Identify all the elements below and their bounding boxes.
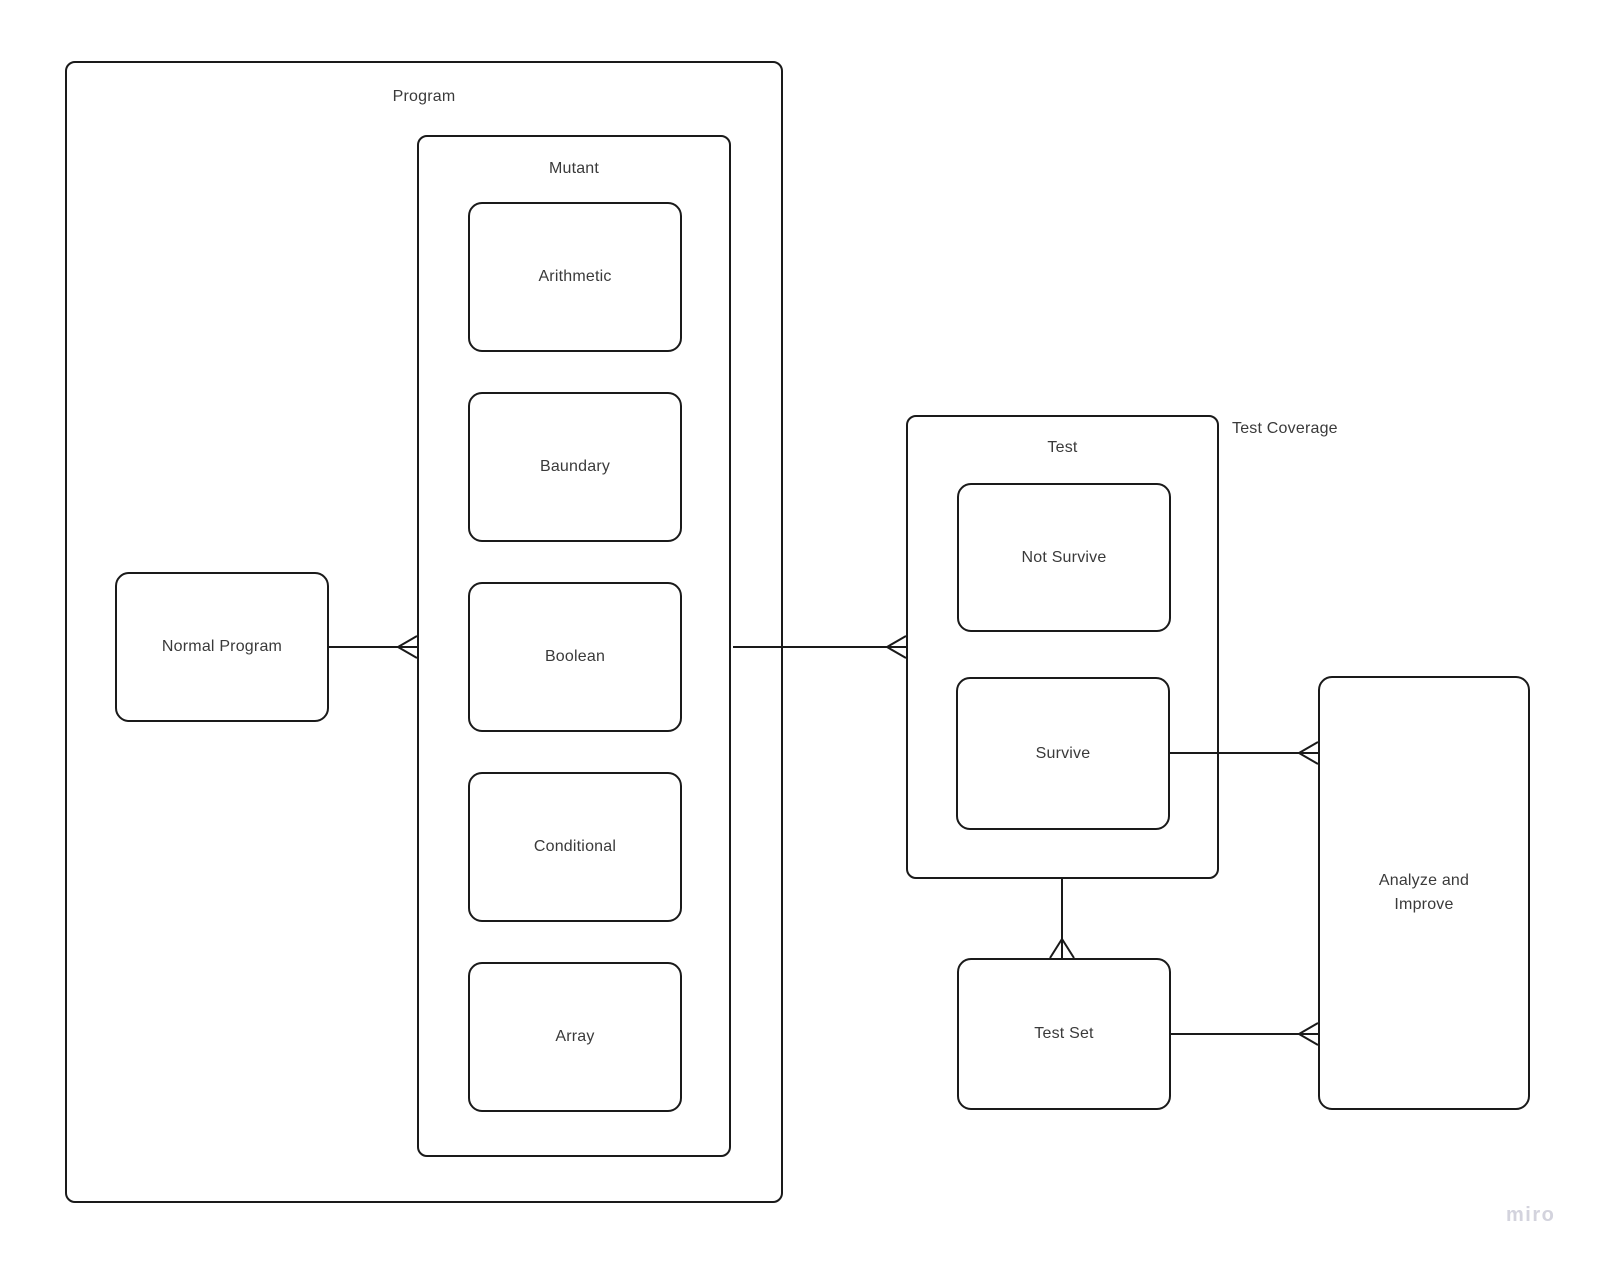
- node-not-survive[interactable]: Not Survive: [957, 483, 1171, 632]
- node-survive[interactable]: Survive: [956, 677, 1170, 830]
- frame-mutant[interactable]: Mutant: [417, 135, 731, 1157]
- node-test-set-label: Test Set: [1034, 1025, 1094, 1042]
- frame-mutant-label: Mutant: [548, 160, 600, 177]
- node-normal-program[interactable]: Normal Program: [115, 572, 329, 722]
- node-array-label: Array: [555, 1028, 595, 1045]
- node-baundary[interactable]: Baundary: [468, 392, 682, 542]
- node-normal-program-label: Normal Program: [161, 638, 283, 655]
- node-survive-label: Survive: [1035, 744, 1091, 762]
- connector-mutant-to-test[interactable]: [733, 635, 907, 659]
- frame-program-label: Program: [392, 88, 456, 105]
- frame-test[interactable]: Test: [906, 415, 1219, 879]
- connector-test-set-to-analyze-improve[interactable]: [1170, 1022, 1319, 1046]
- node-boolean-label: Boolean: [544, 648, 606, 665]
- node-boolean[interactable]: Boolean: [468, 582, 682, 732]
- node-arithmetic[interactable]: Arithmetic: [468, 202, 682, 352]
- node-analyze-improve-label: Analyze and Improve: [1378, 872, 1470, 913]
- node-conditional[interactable]: Conditional: [468, 772, 682, 922]
- connector-test-to-test-set[interactable]: [1049, 879, 1075, 959]
- node-conditional-label: Conditional: [533, 838, 617, 855]
- node-not-survive-label: Not Survive: [1021, 548, 1107, 566]
- node-baundary-label: Baundary: [539, 458, 611, 475]
- test-coverage-label: Test Coverage: [1232, 420, 1338, 437]
- miro-watermark-logo: miro: [1506, 1204, 1556, 1226]
- node-arithmetic-label: Arithmetic: [538, 268, 612, 285]
- connector-normal-program-to-mutant[interactable]: [329, 635, 418, 659]
- connector-survive-to-analyze-improve[interactable]: [1170, 741, 1319, 765]
- frame-program[interactable]: Program: [65, 61, 783, 1203]
- node-analyze-improve[interactable]: Analyze and Improve: [1318, 676, 1530, 1110]
- node-array[interactable]: Array: [468, 962, 682, 1112]
- node-test-set[interactable]: Test Set: [957, 958, 1171, 1110]
- frame-test-label: Test: [1047, 439, 1078, 456]
